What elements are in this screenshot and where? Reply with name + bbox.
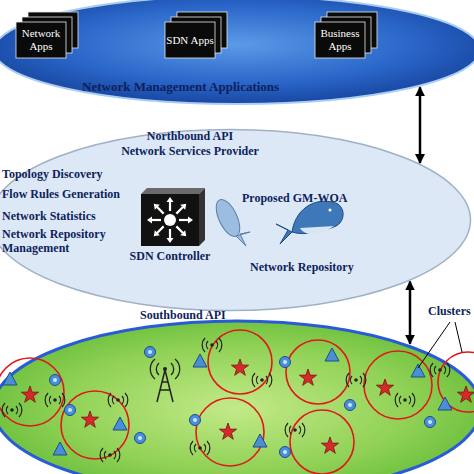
controller-ray-head (154, 230, 160, 236)
double-arrow (419, 87, 422, 163)
sensor-dot (145, 347, 156, 358)
controller-ray (176, 226, 183, 233)
layer-text: Network Services Provider (100, 145, 280, 159)
sensor-dot (425, 417, 436, 428)
whale-eye (329, 209, 332, 212)
layer-text: Network Statistics (2, 210, 132, 224)
layer-text: Network Repository (250, 261, 380, 275)
node-label: Network Management Applications (82, 80, 322, 95)
band-ellipse (0, 0, 474, 104)
controller-ray (157, 207, 164, 214)
application-icon: Network Apps (16, 12, 78, 58)
sensor-dot (65, 405, 76, 416)
layer-text: Northbound API (125, 130, 255, 144)
node-label: SDN Controller (115, 250, 225, 264)
tower-top (163, 367, 167, 371)
controller-ray (157, 226, 164, 233)
layer-text: Network Repository Management (2, 228, 127, 256)
sensor-dot (135, 433, 146, 444)
band-ellipse (0, 130, 471, 311)
layer-text: Topology Discovery (2, 168, 132, 182)
controller-ray-head (167, 238, 174, 243)
controller-ray-head (180, 204, 186, 210)
layer-text: Southbound API (140, 309, 250, 323)
callout-label: Clusters (428, 305, 471, 319)
controller-ray (151, 219, 161, 221)
document-page (165, 22, 215, 58)
node-label: Network Apps (16, 22, 66, 58)
sensor-dot (280, 357, 291, 368)
controller-front-face (141, 194, 199, 246)
application-layer-band: Network Management Applications Network A… (0, 0, 474, 106)
sensor-dot (50, 375, 61, 386)
document-page (315, 22, 365, 58)
controller-ray-head (180, 230, 186, 236)
controller-ray (176, 207, 183, 214)
sdn-controller: SDN Controller (125, 188, 215, 270)
controller-ray (179, 219, 189, 221)
band-outline (0, 318, 474, 474)
double-arrow (409, 281, 412, 343)
application-icon: SDN Apps (165, 12, 227, 58)
layer-text: Proposed GM-WOA (242, 192, 362, 206)
controller-ray (169, 201, 171, 211)
controller-ray (169, 229, 171, 239)
application-icon: Business Apps (315, 12, 377, 58)
controller-ray-head (147, 217, 152, 224)
document-page (16, 22, 66, 58)
controller-side-face (199, 188, 205, 246)
layer-text: Flow Rules Generation (2, 188, 142, 202)
controller-top-face (141, 188, 205, 194)
controller-hub (164, 214, 176, 226)
controller-ray-head (167, 197, 174, 202)
controller-ray-head (188, 217, 193, 224)
infrastructure-layer-band: Southbound API (0, 318, 474, 474)
band-ellipse (0, 321, 474, 474)
sensor-dot (190, 415, 201, 426)
node-label: Business Apps (315, 22, 365, 58)
sensor-dot (280, 447, 291, 458)
sensor-dot (345, 400, 356, 411)
controller-ray-head (154, 204, 160, 210)
node-label: SDN Apps (165, 22, 215, 58)
